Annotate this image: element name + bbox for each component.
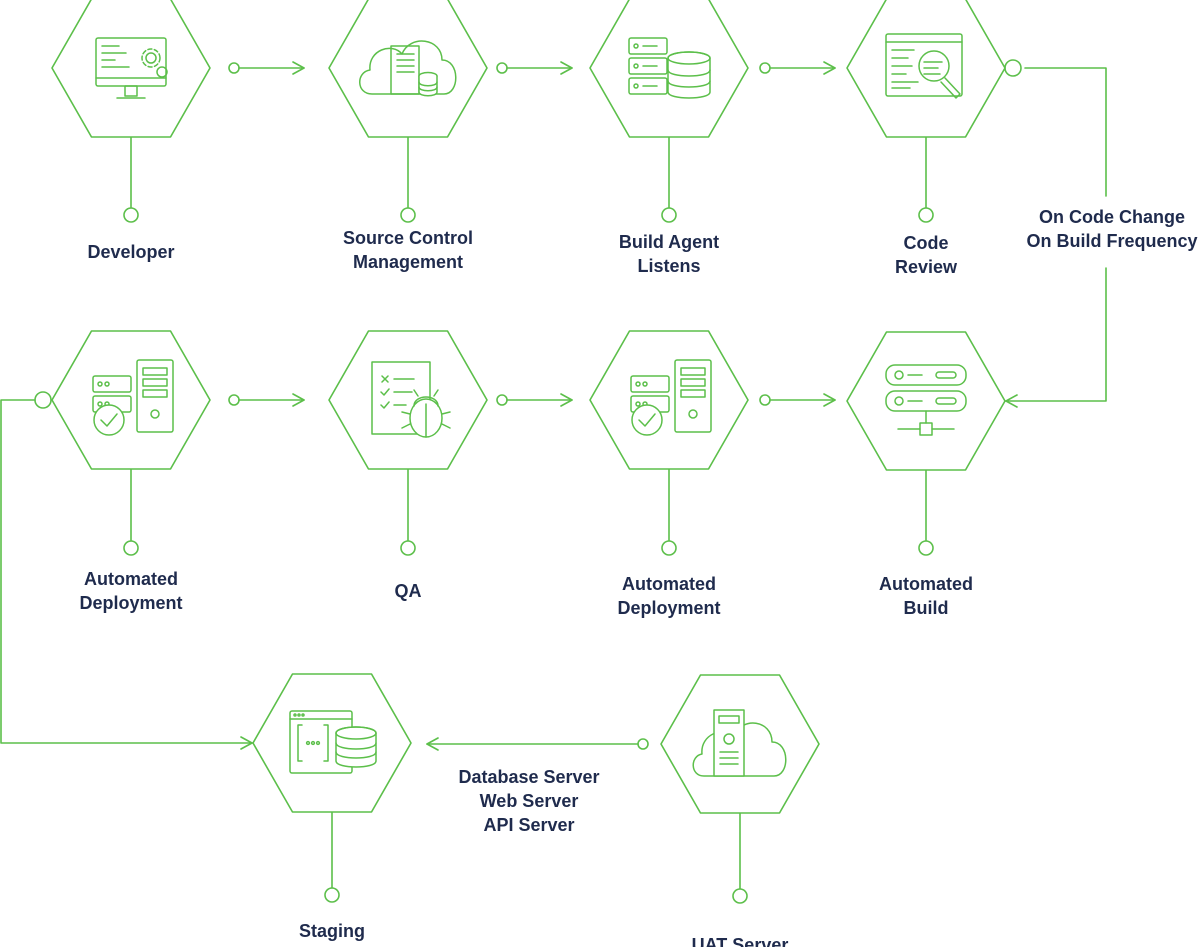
node-uat-server: UAT Server (660, 674, 820, 947)
connectors (0, 59, 1107, 751)
dot-automated-deployment-2 (123, 540, 139, 556)
node-label-automated-deployment-1-line-2: Deployment (617, 598, 720, 618)
cloud-server-tower-icon (692, 709, 787, 777)
arrow-build-agent-to-code-review (759, 61, 836, 75)
dot-developer (123, 207, 139, 223)
connector-label-trigger-line-1: On Code Change (1039, 207, 1185, 227)
hexagon-source-control (328, 0, 488, 138)
arrow-source-control-to-build-agent (496, 61, 573, 75)
dot-code-review (918, 207, 934, 223)
node-label-qa-line-1: QA (395, 581, 422, 601)
hexagon-qa (328, 330, 488, 470)
node-label-code-review-line-1: Code (904, 233, 949, 253)
dot-automated-deployment-1 (661, 540, 677, 556)
node-developer: Developer (51, 0, 211, 262)
arrow-developer-to-source-control (228, 61, 305, 75)
cloud-server-database-icon (359, 40, 457, 97)
arrow-automated-deployment-1-to-automated-build (759, 393, 836, 407)
dot-source-control (400, 207, 416, 223)
server-check-icon (92, 359, 174, 436)
connector-label-trigger-line-2: On Build Frequency (1026, 231, 1197, 251)
node-label-staging-line-1: Staging (299, 921, 365, 941)
node-label-developer-line-1: Developer (87, 242, 174, 262)
dot-build-agent (661, 207, 677, 223)
connector-label-servers-line-3: API Server (483, 815, 574, 835)
checklist-bug-icon (371, 361, 451, 438)
code-window-database-icon (289, 710, 377, 774)
dot-qa (400, 540, 416, 556)
connector-labels: On Code Change On Build FrequencyDatabase… (458, 207, 1197, 835)
node-label-automated-build-line-2: Build (904, 598, 949, 618)
node-label-automated-deployment-2-line-1: Automated (84, 569, 178, 589)
dot-uat-server (732, 888, 748, 904)
node-label-source-control-line-2: Management (353, 252, 463, 272)
arrow-uat-server-to-staging (426, 737, 649, 751)
connector-label-servers-line-1: Database Server (458, 767, 599, 787)
network-servers-icon (885, 364, 967, 436)
node-label-automated-deployment-2-line-2: Deployment (79, 593, 182, 613)
node-label-uat-server-line-1: UAT Server (692, 935, 789, 947)
node-label-build-agent-line-1: Build Agent (619, 232, 719, 252)
code-magnifier-icon (885, 33, 963, 99)
node-label-automated-build-line-1: Automated (879, 574, 973, 594)
dot-automated-build (918, 540, 934, 556)
node-label-build-agent-line-2: Listens (637, 256, 700, 276)
hexagon-developer (51, 0, 211, 138)
node-label-source-control-line-1: Source Control (343, 228, 473, 248)
arrow-qa-to-automated-deployment-1 (496, 393, 573, 407)
hexagon-automated-build (846, 331, 1006, 471)
dot-staging (324, 887, 340, 903)
server-check-icon (630, 359, 712, 436)
arrow-automated-deployment-2-to-qa (228, 393, 305, 407)
node-staging: Staging (252, 673, 412, 941)
arrow-automated-deployment-2-to-staging (0, 391, 253, 750)
monitor-gear-icon (95, 37, 168, 99)
hexagon-staging (252, 673, 412, 813)
node-label-code-review-line-2: Review (895, 257, 958, 277)
node-label-automated-deployment-1-line-1: Automated (622, 574, 716, 594)
connector-label-servers-line-2: Web Server (480, 791, 579, 811)
node-qa: QA (328, 330, 488, 601)
server-rack-database-icon (628, 37, 711, 99)
